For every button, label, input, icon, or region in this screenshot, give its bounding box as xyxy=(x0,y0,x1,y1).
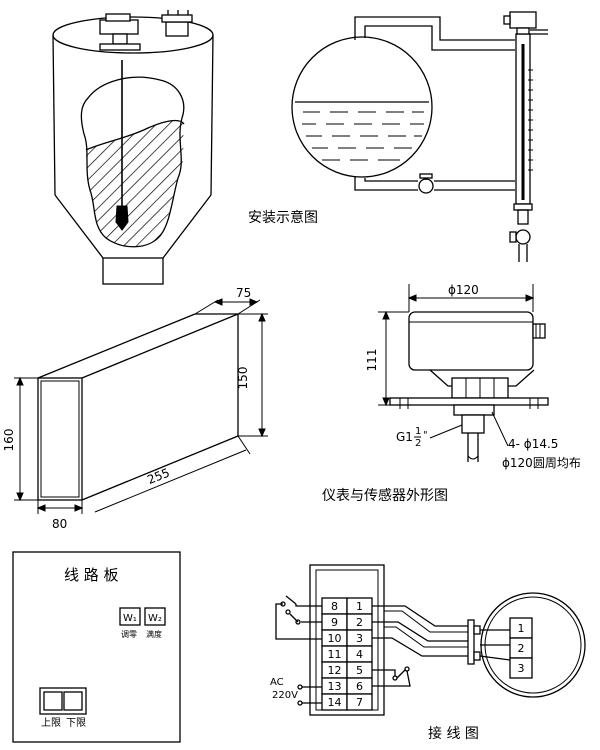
panel-title: 线 路 板 xyxy=(64,566,119,584)
box-depth-dim: 75 xyxy=(236,286,251,300)
terminal-label-right: 7 xyxy=(356,696,363,709)
box-width-dim: 80 xyxy=(52,517,67,531)
sensor-terminal-label: 2 xyxy=(518,642,525,655)
terminal-label-right: 6 xyxy=(356,680,363,693)
terminal-label-right: 1 xyxy=(356,600,363,613)
terminal-label-left: 14 xyxy=(328,696,342,709)
terminal-label-right: 2 xyxy=(356,616,363,629)
terminal-label-right: 5 xyxy=(356,664,363,677)
voltage-label: 220V xyxy=(272,690,298,701)
silo-tank xyxy=(52,10,214,285)
w1-caption: 调零 xyxy=(121,630,137,639)
valve-icon xyxy=(418,178,434,194)
sensor-terminal-block: 1 2 3 xyxy=(509,617,533,679)
box-side-height-dim: 150 xyxy=(236,367,250,390)
thread-label: G1 xyxy=(396,430,413,444)
lower-limit-label: 下限 xyxy=(66,717,86,729)
terminal-label-left: 13 xyxy=(328,680,342,693)
sphere-vessel xyxy=(291,16,515,194)
instrument-box: 75 150 160 80 255 xyxy=(2,286,268,531)
pcd-label: ϕ120圆周均布 xyxy=(502,456,581,470)
install-caption: 安装示意图 xyxy=(248,209,318,226)
terminal-label-left: 10 xyxy=(328,632,342,645)
box-length-dim: 255 xyxy=(145,466,171,488)
ac-label: AC xyxy=(270,677,284,688)
sensor-diameter-dim: ϕ120 xyxy=(448,283,479,297)
thread-frac-den: 2 xyxy=(415,438,421,449)
terminal-label-left: 9 xyxy=(331,616,338,629)
w2-label: W₂ xyxy=(148,613,162,624)
wiring-caption: 接 线 图 xyxy=(428,725,479,742)
terminal-cell-right xyxy=(346,693,373,711)
w2-caption: 满度 xyxy=(146,629,162,639)
circuit-board-panel: 线 路 板 W₁ 调零 W₂ 满度 上限 下限 xyxy=(12,551,181,743)
upper-limit-switch[interactable] xyxy=(43,691,63,711)
sensor-height-dim: 111 xyxy=(365,349,379,372)
w1-label: W₁ xyxy=(123,613,137,624)
bypass-gauge xyxy=(503,11,548,262)
holes-label: 4- ϕ14.5 xyxy=(508,437,558,451)
terminal-label-left: 8 xyxy=(331,600,338,613)
w1-pot[interactable] xyxy=(119,607,141,626)
terminal-label-right: 4 xyxy=(356,648,363,661)
thread-frac-num: 1 xyxy=(415,426,421,437)
sensor-terminal-cell xyxy=(509,657,533,679)
thread-quote: " xyxy=(423,430,428,441)
terminal-label-left: 12 xyxy=(328,664,342,677)
sensor-terminal-label: 3 xyxy=(518,662,525,675)
box-front-height-dim: 160 xyxy=(2,429,16,452)
outline-caption: 仪表与传感器外形图 xyxy=(322,487,448,504)
sensor-terminal-label: 1 xyxy=(518,622,525,635)
tank-sensor-head xyxy=(99,19,139,35)
sensor-outline: ϕ120 111 G1 1 2 " 4- ϕ14.5 ϕ120圆周均布 xyxy=(365,283,581,470)
w2-pot[interactable] xyxy=(144,607,166,626)
terminal-strip: 8 1 9 2 10 3 11 4 12 5 13 6 14 7 xyxy=(321,597,373,711)
upper-limit-label: 上限 xyxy=(41,717,61,729)
lower-limit-switch[interactable] xyxy=(63,691,83,711)
terminal-label-right: 3 xyxy=(356,632,363,645)
tank-nozzle xyxy=(165,21,189,37)
terminal-label-left: 11 xyxy=(328,648,342,661)
